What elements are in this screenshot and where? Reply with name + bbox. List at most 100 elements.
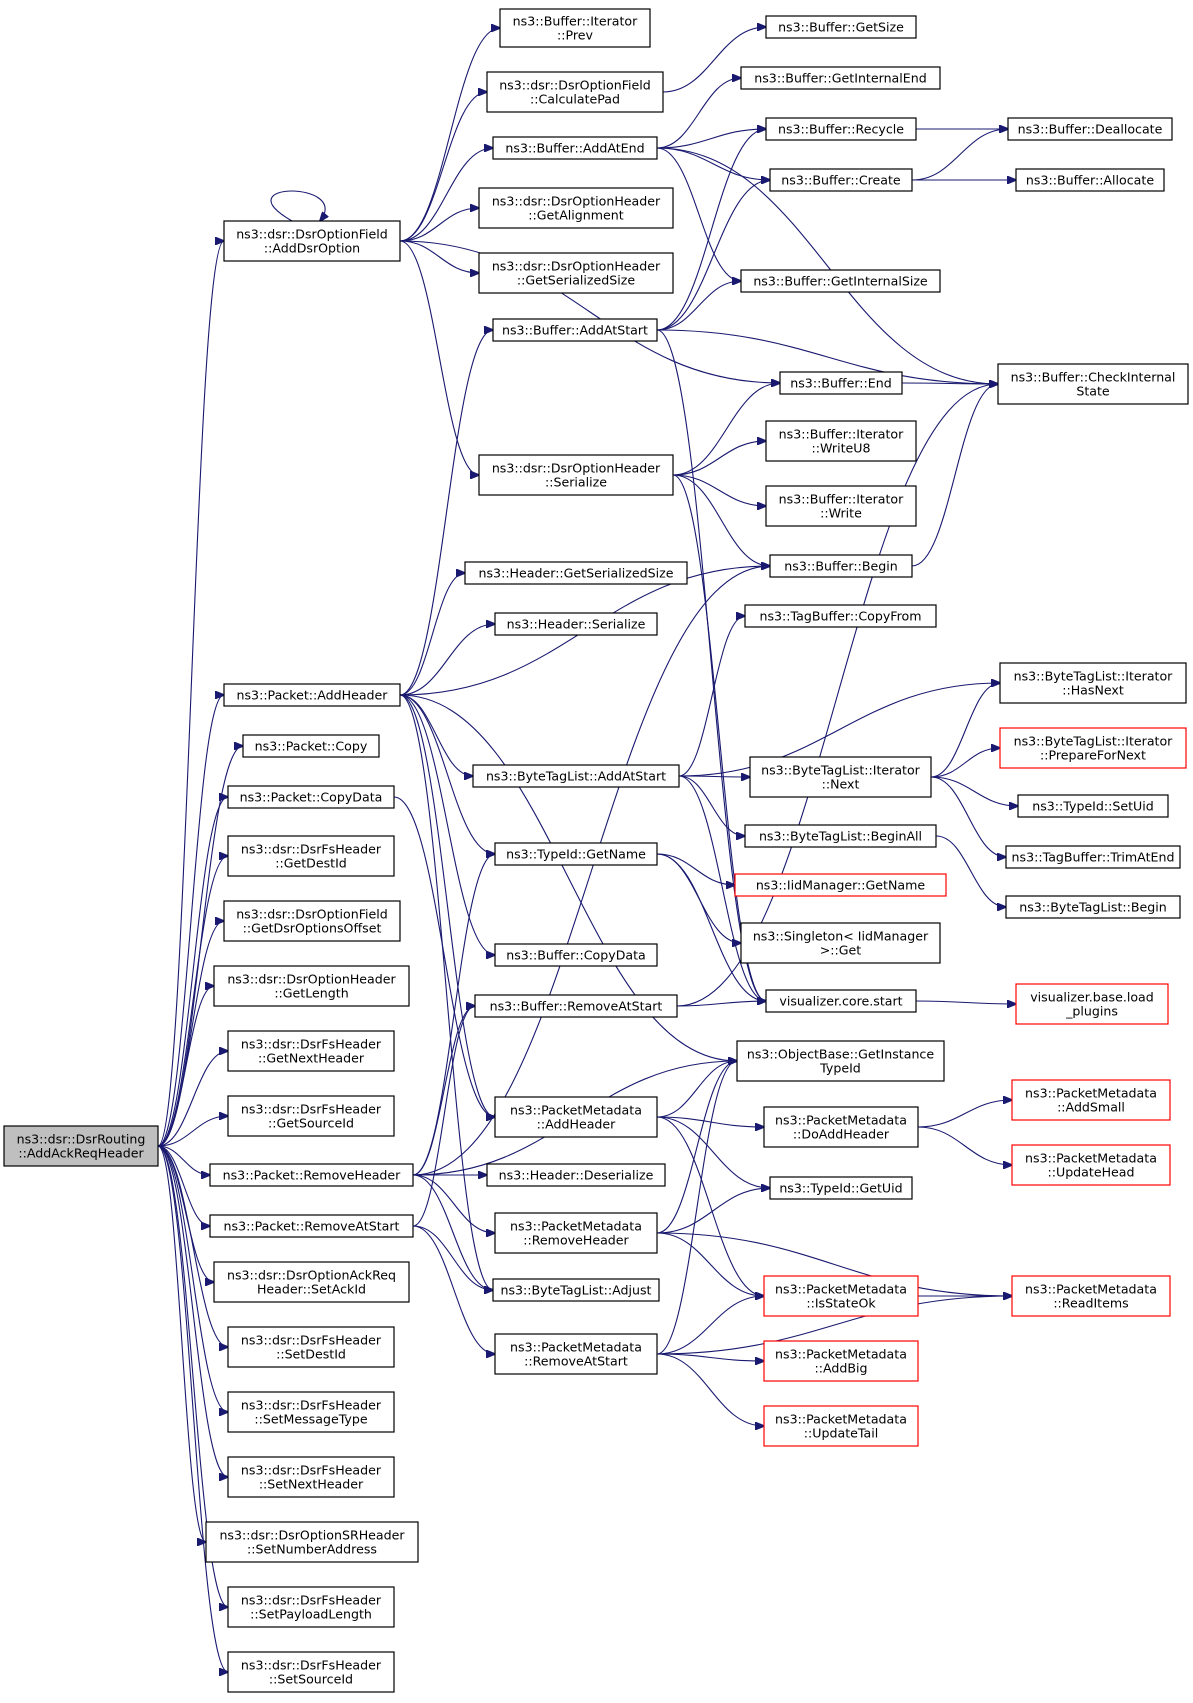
node-hdrSerialize[interactable]: ns3::Header::Serialize bbox=[494, 612, 658, 636]
node-label-line: ns3::TypeId::GetName bbox=[506, 847, 646, 862]
node-pmRemoveAtStart[interactable]: ns3::PacketMetadata::RemoveAtStart bbox=[494, 1333, 658, 1375]
node-btlAddAtStart[interactable]: ns3::ByteTagList::AddAtStart bbox=[472, 764, 680, 788]
node-box bbox=[227, 1326, 395, 1368]
node-pmIsStateOk[interactable]: ns3::PacketMetadata::IsStateOk bbox=[763, 1275, 919, 1317]
node-iterPrev[interactable]: ns3::Buffer::Iterator::Prev bbox=[499, 8, 651, 48]
node-box bbox=[1017, 794, 1169, 818]
node-optSerialize[interactable]: ns3::dsr::DsrOptionHeader::Serialize bbox=[478, 454, 674, 496]
node-hdrDeserialize[interactable]: ns3::Header::Deserialize bbox=[486, 1163, 666, 1187]
node-pmRemoveHeader[interactable]: ns3::PacketMetadata::RemoveHeader bbox=[494, 1212, 658, 1254]
node-typeIdGetUid[interactable]: ns3::TypeId::GetUid bbox=[769, 1176, 913, 1200]
node-vizLoadPlugins[interactable]: visualizer.base.load_plugins bbox=[1015, 983, 1169, 1025]
node-box bbox=[740, 269, 941, 293]
node-fsGetSourceId[interactable]: ns3::dsr::DsrFsHeader::GetSourceId bbox=[227, 1095, 395, 1137]
node-tagTrimAtEnd[interactable]: ns3::TagBuffer::TrimAtEnd bbox=[1005, 845, 1181, 869]
node-pmAddSmall[interactable]: ns3::PacketMetadata::AddSmall bbox=[1011, 1079, 1171, 1121]
node-box bbox=[1011, 1144, 1171, 1186]
node-btlIterNext[interactable]: ns3::ByteTagList::Iterator::Next bbox=[749, 756, 932, 798]
node-label-line: ns3::PacketMetadata bbox=[510, 1340, 642, 1355]
node-removeHeader[interactable]: ns3::Packet::RemoveHeader bbox=[209, 1163, 414, 1187]
node-bufGetInternalEnd[interactable]: ns3::Buffer::GetInternalEnd bbox=[740, 66, 941, 90]
node-label-line: ns3::Header::GetSerializedSize bbox=[479, 566, 674, 581]
node-btlIterHasNext[interactable]: ns3::ByteTagList::Iterator::HasNext bbox=[999, 662, 1187, 704]
node-hdrGetSerializedSize[interactable]: ns3::Header::GetSerializedSize bbox=[464, 561, 688, 585]
node-label-line: ns3::PacketMetadata bbox=[775, 1347, 907, 1362]
node-box bbox=[1015, 983, 1169, 1025]
node-pmReadItems[interactable]: ns3::PacketMetadata::ReadItems bbox=[1011, 1275, 1171, 1317]
node-bufAddAtStart[interactable]: ns3::Buffer::AddAtStart bbox=[492, 318, 658, 342]
node-btlBeginAll[interactable]: ns3::ByteTagList::BeginAll bbox=[744, 824, 937, 848]
node-fsGetNextHeader[interactable]: ns3::dsr::DsrFsHeader::GetNextHeader bbox=[227, 1030, 395, 1072]
node-fsSetMessageType[interactable]: ns3::dsr::DsrFsHeader::SetMessageType bbox=[227, 1391, 395, 1433]
node-addHeader[interactable]: ns3::Packet::AddHeader bbox=[223, 683, 401, 707]
node-iterWriteU8[interactable]: ns3::Buffer::Iterator::WriteU8 bbox=[765, 420, 917, 462]
node-calculatePad[interactable]: ns3::dsr::DsrOptionField::CalculatePad bbox=[486, 71, 664, 113]
node-typeIdSetUid[interactable]: ns3::TypeId::SetUid bbox=[1017, 794, 1169, 818]
node-box bbox=[3, 1125, 159, 1167]
node-vizStart[interactable]: visualizer.core.start bbox=[765, 989, 917, 1013]
node-root[interactable]: ns3::dsr::DsrRouting::AddAckReqHeader bbox=[3, 1125, 159, 1167]
node-iterWrite[interactable]: ns3::Buffer::Iterator::Write bbox=[765, 485, 917, 527]
node-tagCopyFrom[interactable]: ns3::TagBuffer::CopyFrom bbox=[744, 604, 937, 628]
node-label-line: ::SetPayloadLength bbox=[250, 1607, 372, 1622]
node-label-line: ::UpdateTail bbox=[804, 1426, 878, 1441]
edge-btlAddAtStart-to-tagCopyFrom bbox=[678, 616, 745, 777]
node-setNumberAddress[interactable]: ns3::dsr::DsrOptionSRHeader::SetNumberAd… bbox=[205, 1521, 419, 1563]
node-bufEnd[interactable]: ns3::Buffer::End bbox=[779, 371, 903, 395]
node-box bbox=[494, 1212, 658, 1254]
node-pmAddBig[interactable]: ns3::PacketMetadata::AddBig bbox=[763, 1340, 919, 1382]
node-btlBegin[interactable]: ns3::ByteTagList::Begin bbox=[1005, 895, 1181, 919]
node-bufRemoveAtStart[interactable]: ns3::Buffer::RemoveAtStart bbox=[474, 994, 678, 1018]
node-pmDoAddHeader[interactable]: ns3::PacketMetadata::DoAddHeader bbox=[763, 1106, 919, 1148]
node-bufGetSize[interactable]: ns3::Buffer::GetSize bbox=[765, 15, 917, 39]
node-btlIterPrepareForNext[interactable]: ns3::ByteTagList::Iterator::PrepareForNe… bbox=[999, 727, 1187, 769]
node-singletonGet[interactable]: ns3::Singleton< IidManager>::Get bbox=[740, 922, 941, 964]
node-btlAdjust[interactable]: ns3::ByteTagList::Adjust bbox=[492, 1278, 660, 1302]
node-fsSetNextHeader[interactable]: ns3::dsr::DsrFsHeader::SetNextHeader bbox=[227, 1456, 395, 1498]
node-fsSetPayloadLength[interactable]: ns3::dsr::DsrFsHeader::SetPayloadLength bbox=[227, 1586, 395, 1628]
node-pmUpdateTail[interactable]: ns3::PacketMetadata::UpdateTail bbox=[763, 1405, 919, 1447]
node-iidGetName[interactable]: ns3::IidManager::GetName bbox=[734, 873, 947, 897]
node-pktRemoveAtStart[interactable]: ns3::Packet::RemoveAtStart bbox=[209, 1214, 414, 1238]
node-bufDeallocate[interactable]: ns3::Buffer::Deallocate bbox=[1007, 117, 1173, 141]
node-optGetLength[interactable]: ns3::dsr::DsrOptionHeader::GetLength bbox=[213, 965, 410, 1007]
node-addDsrOption[interactable]: ns3::dsr::DsrOptionField::AddDsrOption bbox=[223, 220, 401, 262]
node-label-line: ::SetMessageType bbox=[254, 1412, 368, 1427]
node-box bbox=[474, 994, 678, 1018]
node-addAtEnd[interactable]: ns3::Buffer::AddAtEnd bbox=[492, 136, 658, 160]
node-pktCopy[interactable]: ns3::Packet::Copy bbox=[242, 734, 380, 758]
edge-bufAddAtStart-to-vizStart bbox=[656, 329, 766, 1001]
edge-addHeader-to-bufAddAtStart bbox=[399, 330, 493, 696]
edges-layer bbox=[157, 27, 1018, 1672]
node-bufAllocate[interactable]: ns3::Buffer::Allocate bbox=[1015, 168, 1165, 192]
edge-addDsrOption-to-calculatePad bbox=[399, 92, 487, 242]
node-bufBegin[interactable]: ns3::Buffer::Begin bbox=[769, 554, 913, 578]
node-fsGetDestId[interactable]: ns3::dsr::DsrFsHeader::GetDestId bbox=[227, 835, 395, 877]
node-bufGetInternalSize[interactable]: ns3::Buffer::GetInternalSize bbox=[740, 269, 941, 293]
node-label-line: ::GetAlignment bbox=[528, 208, 624, 223]
node-getDsrOptionsOffset[interactable]: ns3::dsr::DsrOptionField::GetDsrOptionsO… bbox=[223, 900, 401, 942]
node-label-line: ns3::dsr::DsrFsHeader bbox=[241, 1658, 382, 1673]
node-pmUpdateHead[interactable]: ns3::PacketMetadata::UpdateHead bbox=[1011, 1144, 1171, 1186]
node-bufCopyData[interactable]: ns3::Buffer::CopyData bbox=[494, 943, 658, 967]
node-label-line: ns3::Packet::RemoveAtStart bbox=[224, 1219, 400, 1234]
node-bufCreate[interactable]: ns3::Buffer::Create bbox=[769, 168, 913, 192]
node-pmAddHeader[interactable]: ns3::PacketMetadata::AddHeader bbox=[494, 1096, 658, 1138]
node-label-line: ::Write bbox=[820, 506, 862, 521]
node-box bbox=[223, 683, 401, 707]
node-bufRecycle[interactable]: ns3::Buffer::Recycle bbox=[765, 117, 917, 141]
node-box bbox=[227, 835, 395, 877]
node-optGetSerializedSize[interactable]: ns3::dsr::DsrOptionHeader::GetSerialized… bbox=[478, 252, 674, 294]
node-pktCopyData[interactable]: ns3::Packet::CopyData bbox=[227, 785, 395, 809]
edge-btlIterNext-to-typeIdSetUid bbox=[930, 776, 1018, 806]
node-fsSetDestId[interactable]: ns3::dsr::DsrFsHeader::SetDestId bbox=[227, 1326, 395, 1368]
edge-root-to-fsSetDestId bbox=[157, 1145, 228, 1347]
node-optGetAlignment[interactable]: ns3::dsr::DsrOptionHeader::GetAlignment bbox=[478, 187, 674, 229]
node-typeIdGetName[interactable]: ns3::TypeId::GetName bbox=[494, 842, 658, 866]
node-box bbox=[744, 824, 937, 848]
node-setAckId[interactable]: ns3::dsr::DsrOptionAckReqHeader::SetAckI… bbox=[213, 1261, 410, 1303]
node-fsSetSourceId[interactable]: ns3::dsr::DsrFsHeader::SetSourceId bbox=[227, 1651, 395, 1693]
edge-addAtEnd-to-bufCreate bbox=[656, 147, 770, 180]
